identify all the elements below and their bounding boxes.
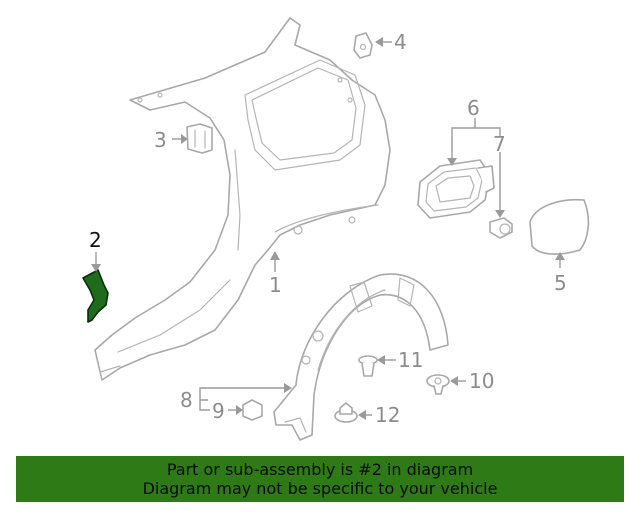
- info-banner: Part or sub-assembly is #2 in diagram Di…: [16, 456, 624, 502]
- part-12-grommet: [334, 402, 358, 423]
- callout-2: 2: [89, 228, 102, 252]
- callout-5: 5: [554, 271, 567, 295]
- callout-8: 8: [180, 388, 193, 412]
- part-9-nut: [242, 399, 263, 421]
- callout-1: 1: [269, 273, 282, 297]
- callout-11: 11: [398, 348, 423, 372]
- part-2-bracket-highlighted: [82, 269, 109, 323]
- callout-6: 6: [467, 96, 480, 120]
- callout-labels: 1 2 3 4 5 6 7 8 9 10 11 12: [89, 30, 567, 427]
- banner-line-2: Diagram may not be specific to your vehi…: [142, 479, 498, 498]
- callout-9: 9: [212, 399, 225, 423]
- part-1-quarter-panel: [94, 17, 391, 381]
- part-5-fuel-door: [529, 198, 590, 255]
- part-4-bracket: [353, 32, 373, 59]
- part-8-wheel-liner: [273, 273, 449, 441]
- callout-12: 12: [375, 403, 400, 427]
- leader-arrow-2: [91, 264, 101, 272]
- part-10-fastener: [426, 374, 450, 395]
- callout-7: 7: [493, 132, 506, 156]
- part-6-fuel-door-housing: [417, 159, 495, 219]
- leader-lines: [91, 37, 565, 420]
- part-7-actuator: [489, 217, 513, 239]
- part-11-push-clip: [358, 355, 378, 377]
- banner-line-1: Part or sub-assembly is #2 in diagram: [166, 460, 474, 479]
- part-3-clip: [186, 123, 213, 154]
- callout-3: 3: [154, 128, 167, 152]
- callout-4: 4: [394, 30, 407, 54]
- callout-10: 10: [469, 369, 494, 393]
